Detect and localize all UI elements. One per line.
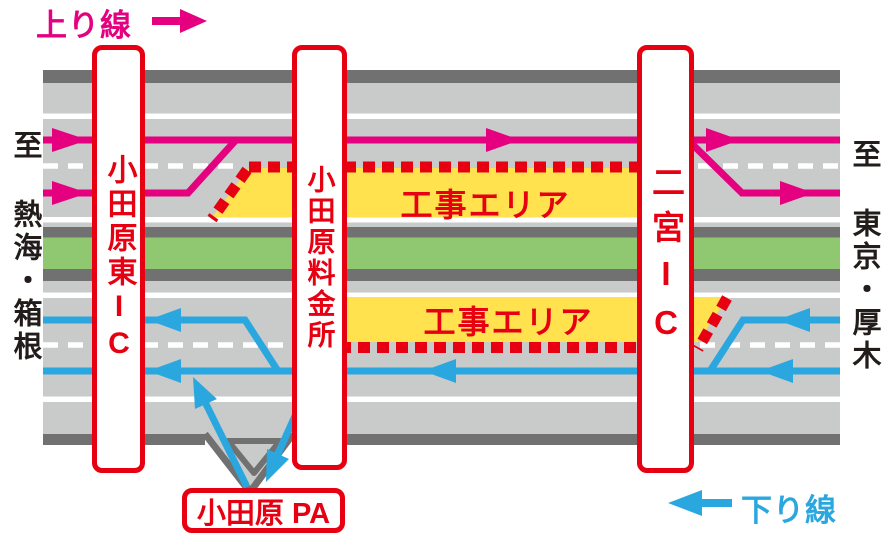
down-line-arrowhead-icon <box>423 359 456 383</box>
up-line-arrowhead-icon <box>486 128 520 152</box>
median-edge-bottom <box>43 269 840 281</box>
lane-line-solid-4 <box>43 396 840 402</box>
up-line-arrowhead-icon <box>706 128 740 152</box>
pa-entry-arrowhead-icon <box>266 449 289 482</box>
ninomiya-ic-box: 二宮IC <box>637 45 694 473</box>
up-line-legend-arrow-icon <box>180 9 207 33</box>
down-line-arrowhead-icon <box>148 359 181 383</box>
road-top-edge <box>43 70 840 83</box>
median-green <box>43 237 840 269</box>
ninomiya-ic-label: 二宮IC <box>647 165 685 353</box>
down-line-arrowhead-icon <box>148 308 181 332</box>
up-line-traffic <box>43 128 840 205</box>
construction-taper-lower <box>693 295 732 352</box>
lane-line-solid-1 <box>43 113 840 119</box>
odawara-tollgate-box: 小田原料金所 <box>292 45 347 470</box>
legend-arrows <box>152 9 732 516</box>
construction-area-lower <box>320 295 732 353</box>
odawara-higashi-ic-box: 小田原東IC <box>92 45 145 473</box>
up-line-arrowhead-icon <box>780 181 814 205</box>
down-line-legend-arrow-icon <box>700 499 732 507</box>
down-line-traffic <box>43 308 840 489</box>
lane-line-solid-2 <box>43 217 840 223</box>
up-line-legend-arrow-icon <box>152 17 182 25</box>
pa-exit-arrowhead-icon <box>193 377 217 409</box>
median-strip <box>43 227 840 281</box>
pa-exit-ramp-line <box>200 398 251 489</box>
destination-left-label: 至 熱海・箱根 <box>9 130 41 364</box>
road-bottom-edge-right <box>293 434 840 445</box>
construction-taper-upper <box>207 166 252 223</box>
up-line-label: 上り線 <box>36 8 132 43</box>
odawara-higashi-ic-label: 小田原東IC <box>102 154 136 364</box>
lane-line-solid-3 <box>43 292 840 298</box>
down-line-legend-arrow-icon <box>668 490 702 516</box>
lane-markings <box>43 113 840 402</box>
down-line-label: 下り線 <box>741 493 837 528</box>
down-line-arrowhead-icon <box>777 308 810 332</box>
up-line-arrowhead-icon <box>52 181 88 205</box>
down-line-arrowhead-icon <box>760 359 793 383</box>
up-line-lane2-merge <box>43 138 238 197</box>
destination-right-label: 至 東京・厚木 <box>848 139 880 373</box>
median-edge-top <box>43 227 840 238</box>
up-line-arrowhead-icon <box>52 128 88 152</box>
construction-area-lower-fill <box>320 297 728 342</box>
odawara-pa-label: 小田原 PA <box>196 497 331 530</box>
construction-area-lower-label: 工事エリア <box>423 304 594 340</box>
construction-area-upper-label: 工事エリア <box>400 187 571 223</box>
odawara-tollgate-label: 小田原料金所 <box>304 164 336 351</box>
odawara-pa-box: 小田原 PA <box>182 488 345 533</box>
